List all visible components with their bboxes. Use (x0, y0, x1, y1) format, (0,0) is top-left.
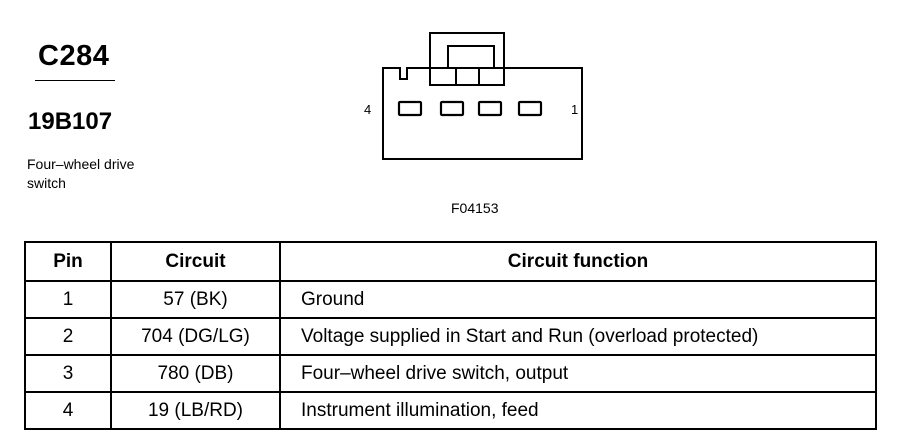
circuit-cell: 704 (DG/LG) (110, 317, 281, 356)
column-header-pin: Pin (24, 241, 112, 282)
function-cell: Ground (279, 280, 877, 319)
connector-id-underline (35, 80, 115, 81)
function-cell: Instrument illumination, feed (279, 391, 877, 430)
connector-description: Four–wheel drive switch (27, 155, 187, 193)
column-header-function: Circuit function (279, 241, 877, 282)
table-header-row: Pin Circuit Circuit function (24, 241, 877, 282)
circuit-cell: 780 (DB) (110, 354, 281, 393)
function-cell: Voltage supplied in Start and Run (overl… (279, 317, 877, 356)
pin-cell: 2 (24, 317, 112, 356)
latch-base (429, 67, 505, 86)
table-row: 3 780 (DB) Four–wheel drive switch, outp… (24, 354, 877, 393)
column-header-circuit: Circuit (110, 241, 281, 282)
pin-cell: 1 (24, 280, 112, 319)
table-row: 2 704 (DG/LG) Voltage supplied in Start … (24, 317, 877, 356)
table-row: 4 19 (LB/RD) Instrument illumination, fe… (24, 391, 877, 430)
pin-cavity-2 (477, 100, 503, 117)
locking-tab-inner (447, 45, 495, 69)
pin-cavity-3 (439, 100, 465, 117)
connector-id: C284 (38, 40, 110, 72)
pin-label-right: 1 (571, 102, 578, 117)
pin-cavity-4 (397, 100, 423, 117)
function-cell: Four–wheel drive switch, output (279, 354, 877, 393)
part-number: 19B107 (28, 108, 113, 135)
pin-cell: 4 (24, 391, 112, 430)
table-row: 1 57 (BK) Ground (24, 280, 877, 319)
pin-label-left: 4 (364, 102, 371, 117)
circuit-cell: 19 (LB/RD) (110, 391, 281, 430)
pin-cell: 3 (24, 354, 112, 393)
pinout-table: Pin Circuit Circuit function 1 57 (BK) G… (24, 241, 877, 430)
connector-body-outline (382, 67, 583, 160)
pin-cavity-1 (517, 100, 543, 117)
description-line-1: Four–wheel drive (27, 156, 135, 172)
description-line-2: switch (27, 175, 66, 191)
connector-face-diagram: 4 1 (364, 32, 583, 160)
circuit-cell: 57 (BK) (110, 280, 281, 319)
figure-id: F04153 (451, 200, 499, 216)
